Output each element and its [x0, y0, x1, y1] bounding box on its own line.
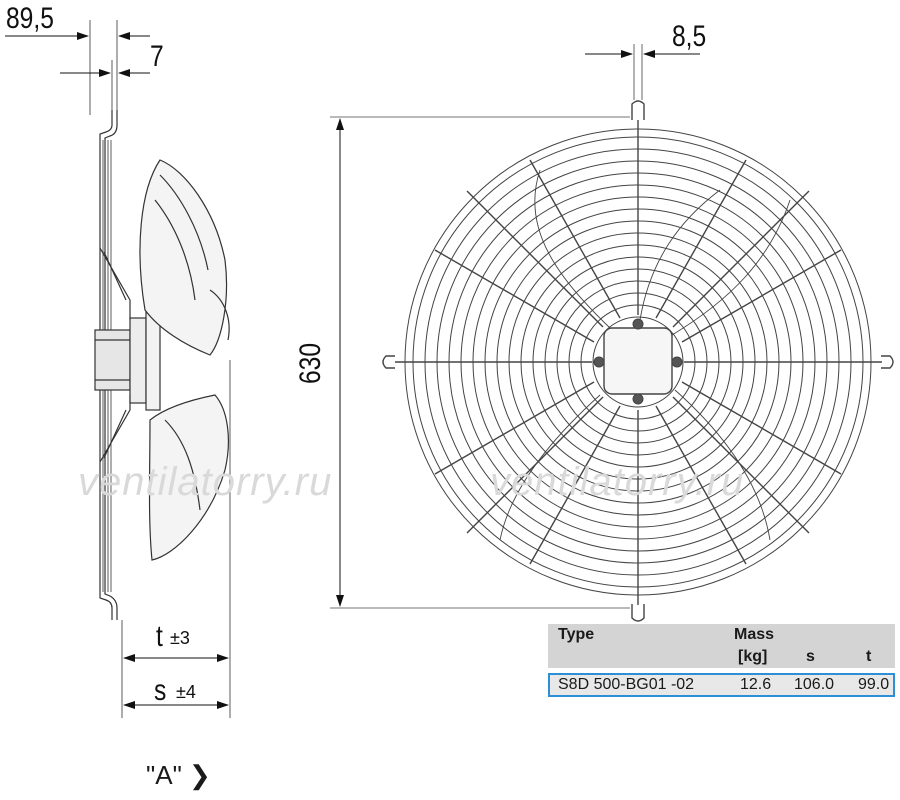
guard-spokes [395, 120, 882, 605]
dim-t-label: t [156, 620, 163, 653]
spec-table-header: Type Mass [kg] s t [548, 624, 895, 668]
header-mass: Mass [734, 626, 775, 643]
dim-overall-depth: 89,5 [6, 2, 54, 35]
dim-height: 630 [294, 342, 327, 384]
header-t: t [866, 648, 872, 665]
header-type: Type [558, 626, 595, 643]
dim-guard-offset: 8,5 [672, 20, 707, 53]
dim-t-tolerance: ±3 [170, 628, 190, 648]
side-view [89, 20, 231, 718]
front-view [330, 44, 894, 622]
view-label: "A" ❯ [146, 760, 211, 790]
header-mass-unit: [kg] [738, 648, 768, 665]
cell-type: S8D 500-BG01 -02 [558, 676, 695, 693]
spec-table: Type Mass [kg] s t S8D 500-BG01 -02 12.6… [548, 624, 895, 697]
cell-mass: 12.6 [740, 676, 772, 693]
header-s: s [806, 648, 815, 665]
dim-flange: 7 [150, 40, 164, 73]
cell-s: 106.0 [794, 676, 835, 693]
front-dimension-arrows [336, 50, 700, 607]
side-dimension-arrows [5, 32, 229, 709]
watermark-left: ventilatorry.ru [78, 460, 333, 504]
spec-table-row: S8D 500-BG01 -02 12.6 106.0 99.0 [548, 673, 895, 697]
dim-s-label: s [154, 674, 167, 707]
watermark-right: ventilatorry.ru [490, 460, 745, 504]
cell-t: 99.0 [858, 676, 890, 693]
dim-s-tolerance: ±4 [176, 682, 196, 702]
